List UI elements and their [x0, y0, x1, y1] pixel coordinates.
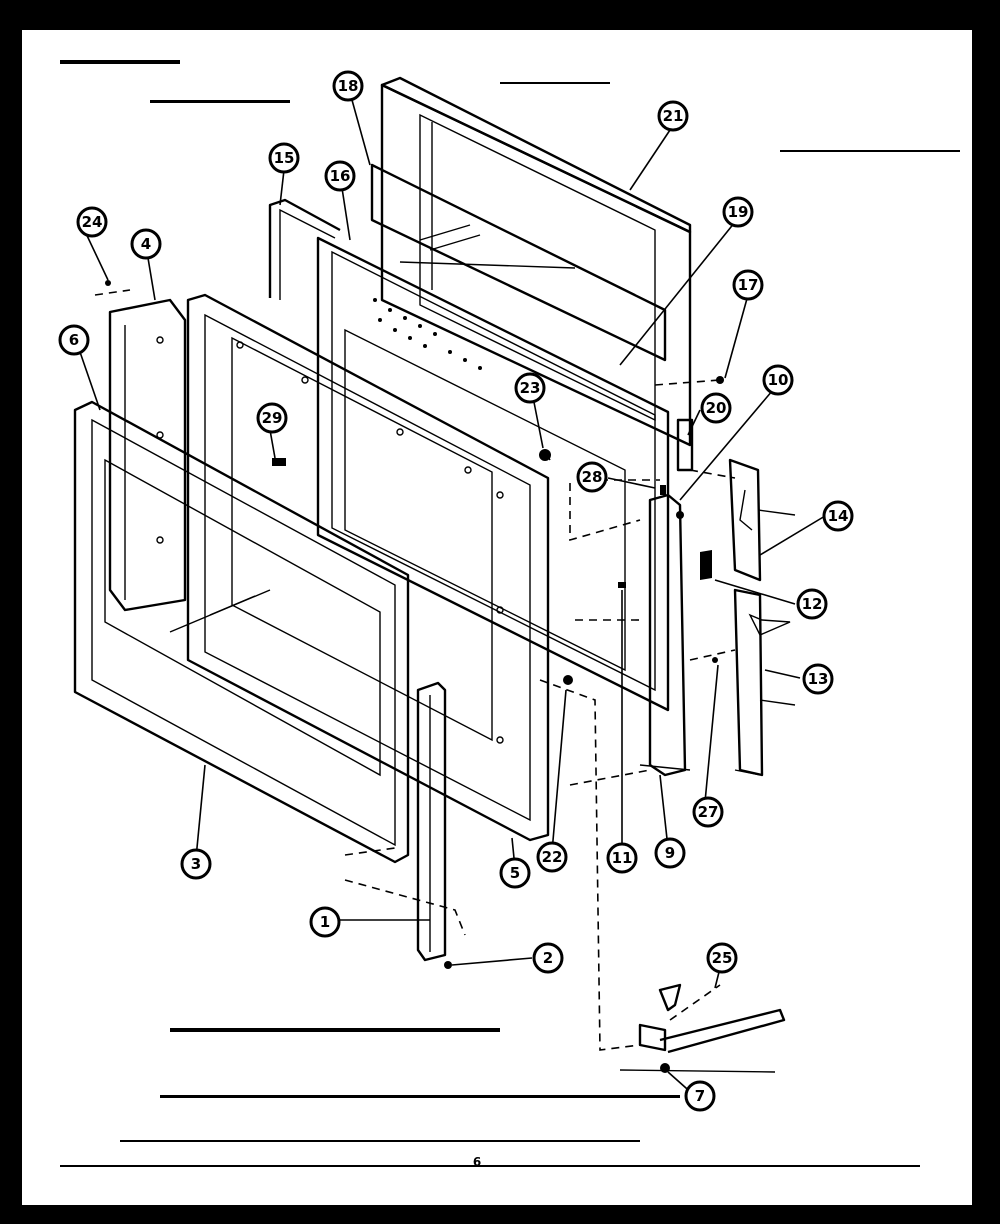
callout-13-text: 13	[808, 670, 829, 688]
callout-14-text: 14	[828, 507, 849, 525]
callout-17-text: 17	[738, 276, 759, 294]
callout-25: 25	[706, 942, 738, 974]
part-inner-screen-frame	[316, 236, 670, 712]
callout-28-text: 28	[582, 468, 603, 486]
callout-16: 16	[324, 160, 356, 192]
callout-12-text: 12	[802, 595, 823, 613]
callout-6: 6	[58, 324, 90, 356]
callout-19: 19	[722, 196, 754, 228]
callout-2: 2	[532, 942, 564, 974]
part-front-trim	[73, 400, 410, 864]
callout-5: 5	[499, 857, 531, 889]
callout-7: 7	[684, 1080, 716, 1112]
callout-9: 9	[654, 837, 686, 869]
callout-22-text: 22	[542, 848, 563, 866]
perforation-dots	[373, 298, 482, 370]
callout-16-text: 16	[330, 167, 351, 185]
callout-24-text: 24	[82, 213, 103, 231]
callout-7-text: 7	[695, 1087, 705, 1105]
callout-11-text: 11	[612, 849, 633, 867]
callout-6-text: 6	[69, 331, 79, 349]
callout-23: 23	[514, 372, 546, 404]
callout-27: 27	[692, 796, 724, 828]
part-4-side-bracket	[108, 298, 187, 612]
callout-19-text: 19	[728, 203, 749, 221]
callout-15: 15	[268, 142, 300, 174]
part-glass	[370, 163, 667, 362]
callout-21-text: 21	[663, 107, 684, 125]
callout-11: 11	[606, 842, 638, 874]
callout-1: 1	[309, 906, 341, 938]
callout-1-text: 1	[320, 913, 330, 931]
callout-17: 17	[732, 269, 764, 301]
callout-28: 28	[576, 461, 608, 493]
callout-2-text: 2	[543, 949, 553, 967]
page-number: 6	[473, 1155, 481, 1169]
callout-4-text: 4	[141, 235, 151, 253]
hardware-screws	[105, 280, 724, 685]
callout-24: 24	[76, 206, 108, 238]
callout-4: 4	[130, 228, 162, 260]
callout-18-text: 18	[338, 77, 359, 95]
callout-10-text: 10	[768, 371, 789, 389]
callout-23-text: 23	[520, 379, 541, 397]
callout-20-text: 20	[706, 399, 727, 417]
callout-25-text: 25	[712, 949, 733, 967]
callout-21: 21	[657, 100, 689, 132]
part-15-bracket	[268, 198, 341, 300]
part-13-latch	[733, 588, 796, 777]
callout-labels: 1 2 3 4 5 6 7 9 10 11 12 13 14 15 16 17 …	[58, 70, 854, 1112]
callout-27-text: 27	[698, 803, 719, 821]
part-door-frame	[186, 293, 550, 842]
callout-29-text: 29	[262, 409, 283, 427]
callout-12: 12	[796, 588, 828, 620]
callout-10: 10	[762, 364, 794, 396]
callout-20: 20	[700, 392, 732, 424]
callout-29: 29	[256, 402, 288, 434]
callout-3: 3	[180, 848, 212, 880]
callout-22: 22	[536, 841, 568, 873]
scan-noise	[60, 60, 960, 1167]
part-7-arm	[619, 983, 786, 1073]
callout-9-text: 9	[665, 844, 675, 862]
part-latch-plate	[639, 493, 691, 777]
part-handle	[416, 681, 452, 969]
callout-18: 18	[332, 70, 364, 102]
callout-3-text: 3	[191, 855, 201, 873]
callout-13: 13	[802, 663, 834, 695]
callout-15-text: 15	[274, 149, 295, 167]
callout-5-text: 5	[510, 864, 520, 882]
assembly-dash-lines	[94, 289, 736, 1051]
callout-14: 14	[822, 500, 854, 532]
part-14-latch	[728, 458, 796, 582]
